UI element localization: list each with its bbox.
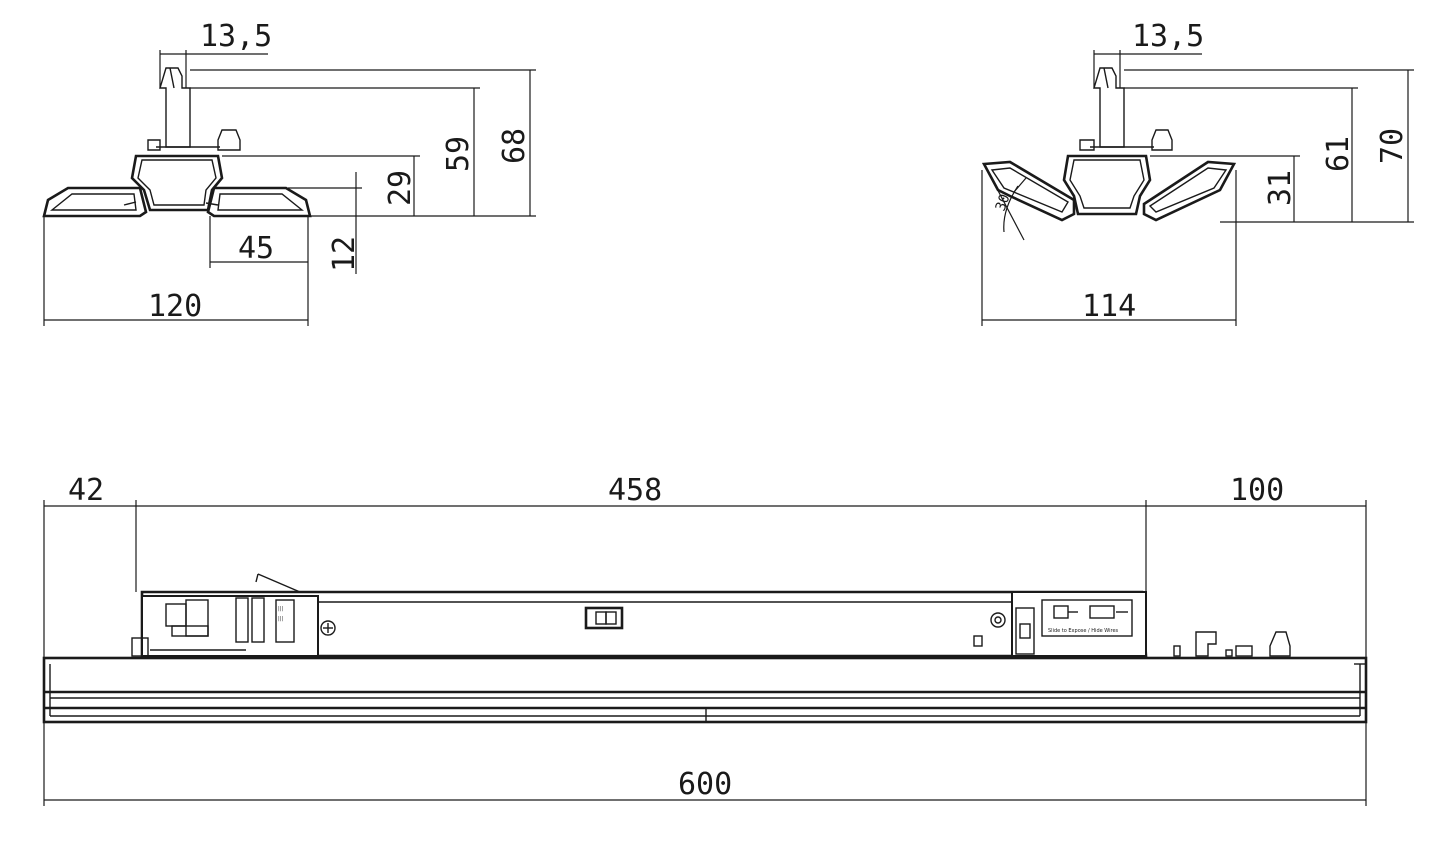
- dim-offset-left: 13,5: [200, 19, 272, 54]
- dim-height-total-left: 68: [497, 128, 532, 164]
- dim-offset-right: 13,5: [1132, 19, 1204, 54]
- dim-height-inner-left: 59: [441, 136, 476, 172]
- dim-right-offset: 100: [1230, 473, 1284, 508]
- dim-total-length: 600: [678, 767, 732, 802]
- dim-height-inner-right: 61: [1321, 136, 1356, 172]
- svg-text:|||: |||: [278, 616, 283, 622]
- dim-height-body-right: 31: [1263, 170, 1298, 206]
- terminal-block-right: Slide to Expose / Hide Wires: [1011, 591, 1147, 657]
- dim-gear-length: 458: [608, 473, 662, 508]
- dim-angle-right: 30: [993, 192, 1014, 213]
- dim-wing-height-left: 12: [327, 236, 362, 272]
- dim-height-body-left: 29: [383, 170, 418, 206]
- terminal-block-left: ||| |||: [131, 573, 319, 657]
- front-view: 42 458 100 ||| |||: [42, 473, 1368, 806]
- dim-width-total-right: 114: [1082, 289, 1136, 324]
- dim-height-total-right: 70: [1375, 128, 1410, 164]
- dim-wing-width-left: 45: [238, 231, 274, 266]
- dim-width-total-left: 120: [148, 289, 202, 324]
- svg-text:|||: |||: [278, 606, 283, 612]
- sticker-text: Slide to Expose / Hide Wires: [1048, 628, 1119, 634]
- left-section-view: 13,5 68 59 29 12: [42, 19, 536, 326]
- dim-left-offset: 42: [68, 473, 104, 508]
- right-section-view: 13,5 30 70 61 31: [981, 19, 1414, 326]
